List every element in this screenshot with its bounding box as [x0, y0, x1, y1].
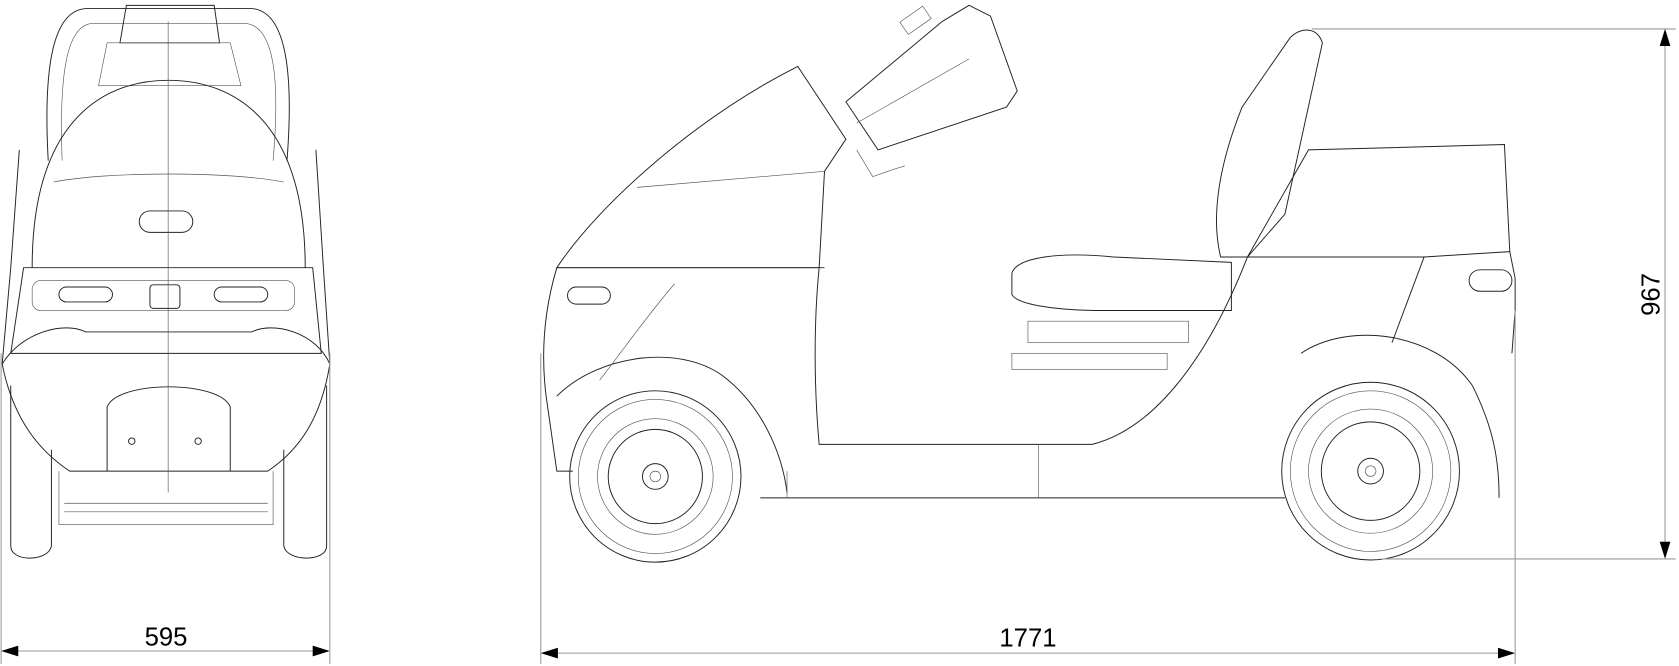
side-view [543, 4, 1516, 563]
width-dimension-label: 595 [145, 624, 188, 652]
length-dimension-label: 1771 [999, 625, 1056, 653]
front-view [1, 4, 331, 559]
dimension-length: 1771 [540, 310, 1516, 664]
dimension-width: 595 [0, 353, 331, 664]
dimension-height: 967 [1311, 28, 1676, 560]
height-dimension-label: 967 [1638, 273, 1666, 316]
